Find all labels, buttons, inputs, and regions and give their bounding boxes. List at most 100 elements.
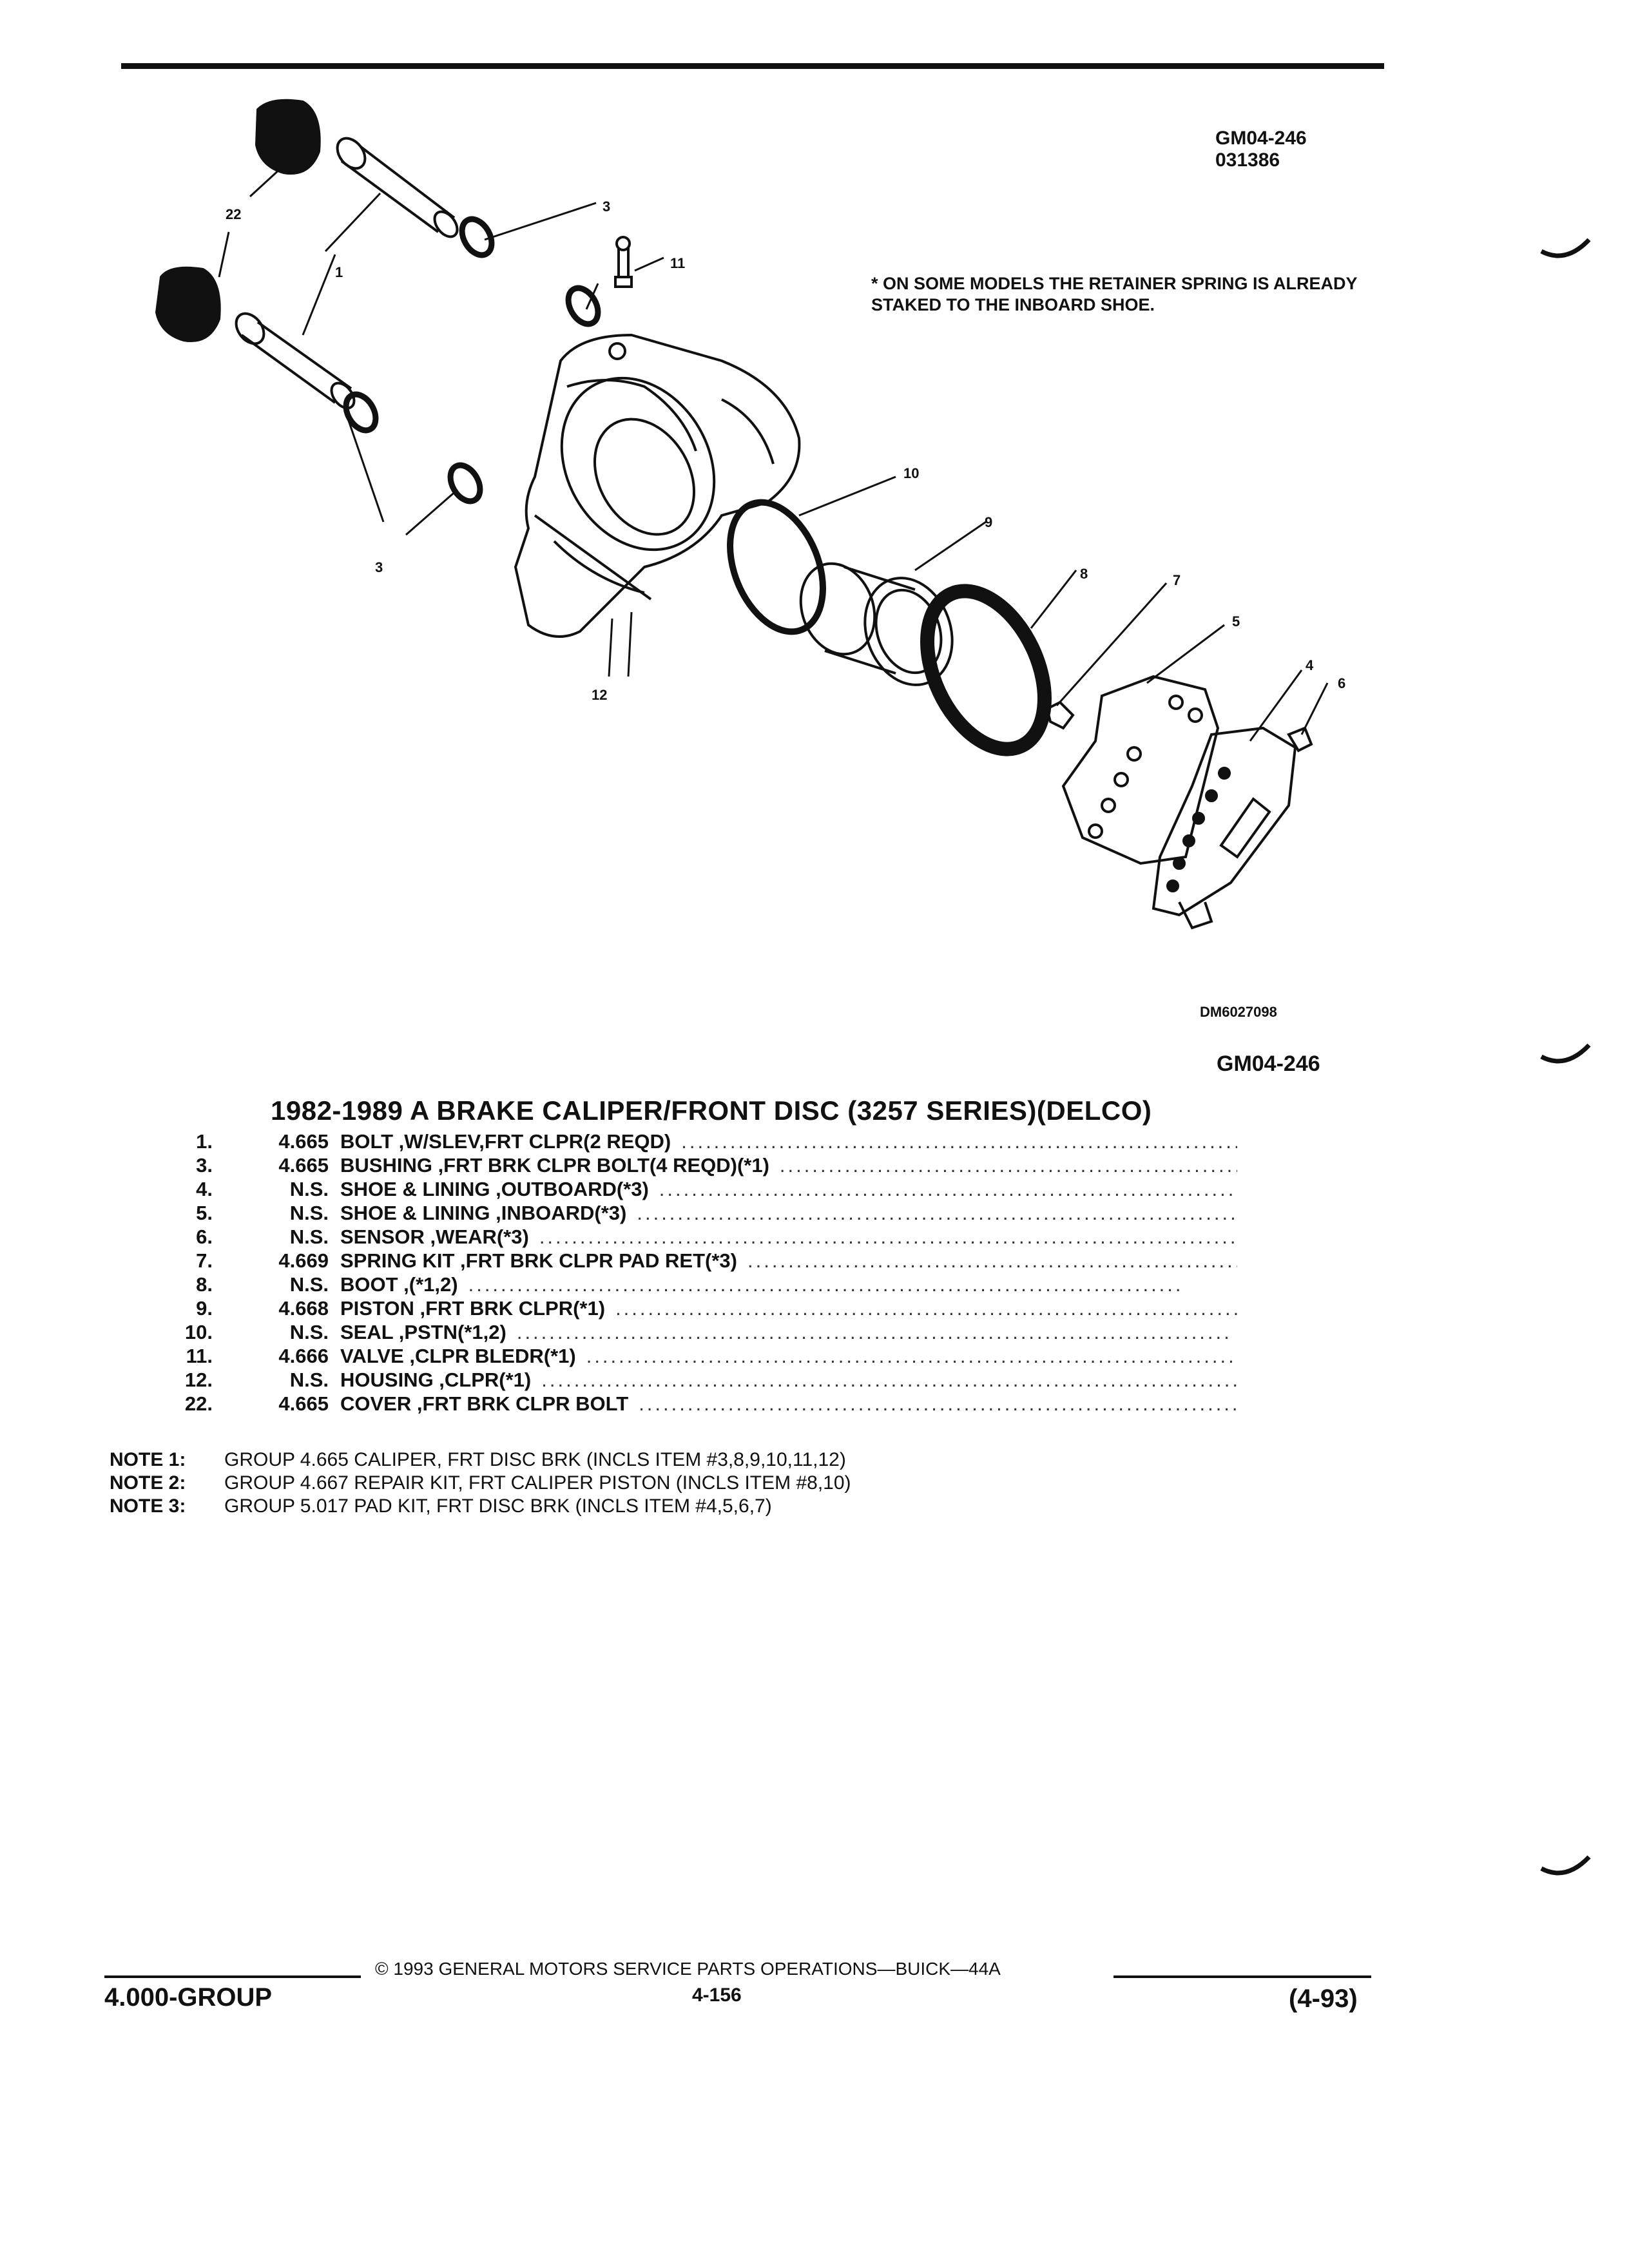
ref-code-top: GM04-246 [1215, 128, 1307, 149]
part-number: 5. [196, 1202, 213, 1224]
part-row: 3. 4.665 BUSHING ,FRT BRK CLPR BOLT(4 REQD… [116, 1154, 1237, 1178]
note-label: NOTE 1: [110, 1449, 186, 1470]
part-description: PISTON ,FRT BRK CLPR(*1) [340, 1297, 606, 1320]
part-group: N.S. [289, 1273, 329, 1296]
footer-page-number: 4-156 [692, 1984, 742, 2006]
bolt-upper [336, 137, 459, 238]
part-row: 9. 4.668 PISTON ,FRT BRK CLPR(*1).........… [116, 1297, 1237, 1321]
footer-rule-right [1113, 1975, 1371, 1978]
bushing-3 [343, 391, 379, 434]
leader-dots: ........................................… [637, 1202, 1237, 1224]
part-number: 9. [196, 1297, 213, 1320]
part-description: SPRING KIT ,FRT BRK CLPR PAD RET(*3) [340, 1249, 737, 1272]
part-description: SEAL ,PSTN(*1,2) [340, 1321, 506, 1343]
footer-copyright: © 1993 GENERAL MOTORS SERVICE PARTS OPER… [375, 1959, 1001, 1979]
part-number: 6. [196, 1225, 213, 1248]
callout-22: 22 [226, 206, 242, 222]
inboard-shoe [1061, 675, 1220, 865]
piston-seal [727, 499, 826, 635]
note-text: GROUP 4.667 REPAIR KIT, FRT CALIPER PIST… [224, 1472, 851, 1494]
binder-mark-2 [1540, 1043, 1591, 1064]
leader-dots: ........................................… [639, 1392, 1237, 1415]
leader-dots: ........................................… [586, 1345, 1237, 1367]
part-description: SHOE & LINING ,OUTBOARD(*3) [340, 1178, 649, 1200]
part-number: 12. [184, 1369, 213, 1391]
bushing-2 [565, 285, 601, 327]
leader-dots: ........................................… [681, 1130, 1237, 1153]
callout-11: 11 [670, 255, 686, 271]
callout-10: 10 [903, 465, 920, 481]
callout-4: 4 [1306, 657, 1314, 673]
footer-group: 4.000-GROUP [104, 1983, 273, 2012]
part-group: N.S. [289, 1225, 329, 1248]
part-number: 4. [196, 1178, 213, 1200]
leader-dots: ........................................… [747, 1249, 1237, 1272]
part-group: N.S. [289, 1178, 329, 1200]
note-label: NOTE 2: [110, 1472, 186, 1494]
ref-date-code: 031386 [1215, 149, 1280, 171]
part-group: N.S. [289, 1369, 329, 1391]
note-row: NOTE 3: GROUP 5.017 PAD KIT, FRT DISC BRK… [110, 1495, 851, 1518]
part-number: 8. [196, 1273, 213, 1296]
footer-date: (4-93) [1289, 1984, 1358, 2013]
part-description: HOUSING ,CLPR(*1) [340, 1369, 532, 1391]
part-number: 7. [196, 1249, 213, 1272]
part-number: 22. [184, 1392, 213, 1415]
note-text: GROUP 5.017 PAD KIT, FRT DISC BRK (INCLS… [224, 1495, 772, 1517]
bolt-cover-upper [255, 99, 321, 175]
part-row: 11. 4.666 VALVE ,CLPR BLEDR(*1)...........… [116, 1345, 1237, 1369]
note-row: NOTE 2: GROUP 4.667 REPAIR KIT, FRT CALIP… [110, 1472, 851, 1495]
bushing-4 [447, 462, 483, 505]
bolt-lower [235, 312, 356, 410]
part-number: 1. [196, 1130, 213, 1153]
leader-dots: ........................................… [615, 1297, 1237, 1320]
callout-8: 8 [1080, 566, 1088, 582]
part-description: SENSOR ,WEAR(*3) [340, 1225, 529, 1248]
footer-rule-left [104, 1975, 361, 1978]
part-group: 4.665 [278, 1130, 329, 1153]
caliper-housing [514, 333, 801, 638]
leader-dots: ........................................… [468, 1273, 1184, 1296]
parts-list-title: 1982-1989 A BRAKE CALIPER/FRONT DISC (32… [271, 1095, 1152, 1126]
top-rule [121, 63, 1384, 69]
piston-boot [920, 584, 1052, 756]
leader-dots: ........................................… [516, 1321, 1232, 1343]
binder-mark-1 [1540, 238, 1591, 258]
part-description: BUSHING ,FRT BRK CLPR BOLT(4 REQD)(*1) [340, 1154, 769, 1177]
part-group: 4.666 [278, 1345, 329, 1367]
wear-sensor [1287, 726, 1313, 753]
callout-9: 9 [985, 514, 993, 530]
part-row: 5.N.S.SHOE & LINING ,INBOARD(*3)........… [116, 1202, 1237, 1225]
leader-dots: ........................................… [659, 1178, 1237, 1200]
callout-1: 1 [335, 264, 343, 280]
bushing-1 [459, 216, 495, 258]
bleeder-valve [614, 236, 633, 288]
part-row: 6. N.S. SENSOR ,WEAR(*3)..................… [116, 1225, 1237, 1249]
notes-section: NOTE 1:GROUP 4.665 CALIPER, FRT DISC BRK… [110, 1448, 851, 1518]
note-label: NOTE 3: [110, 1495, 186, 1517]
binder-mark-3 [1540, 1855, 1591, 1876]
exploded-diagram [155, 99, 1329, 930]
retainer-spring [1045, 700, 1075, 730]
callout-3-bottom: 3 [375, 559, 383, 575]
callout-12: 12 [592, 687, 608, 703]
part-number: 3. [196, 1154, 213, 1177]
part-group: 4.665 [278, 1154, 329, 1177]
part-row: 10.N.S.SEAL ,PSTN(*1,2).................… [116, 1321, 1237, 1345]
part-number: 11. [186, 1345, 213, 1367]
bolt-cover-lower [155, 266, 221, 342]
part-description: SHOE & LINING ,INBOARD(*3) [340, 1202, 627, 1224]
part-group: 4.668 [278, 1297, 329, 1320]
part-row: 12.N.S.HOUSING ,CLPR(*1)................… [116, 1369, 1237, 1392]
callout-3-top: 3 [602, 198, 611, 215]
part-description: VALVE ,CLPR BLEDR(*1) [340, 1345, 576, 1367]
note-row: NOTE 1:GROUP 4.665 CALIPER, FRT DISC BRK… [110, 1448, 851, 1472]
part-number: 10. [184, 1321, 213, 1343]
leader-dots: ........................................… [539, 1225, 1237, 1248]
callout-7: 7 [1173, 572, 1181, 588]
piston [799, 562, 954, 686]
part-group: 4.665 [278, 1392, 329, 1415]
